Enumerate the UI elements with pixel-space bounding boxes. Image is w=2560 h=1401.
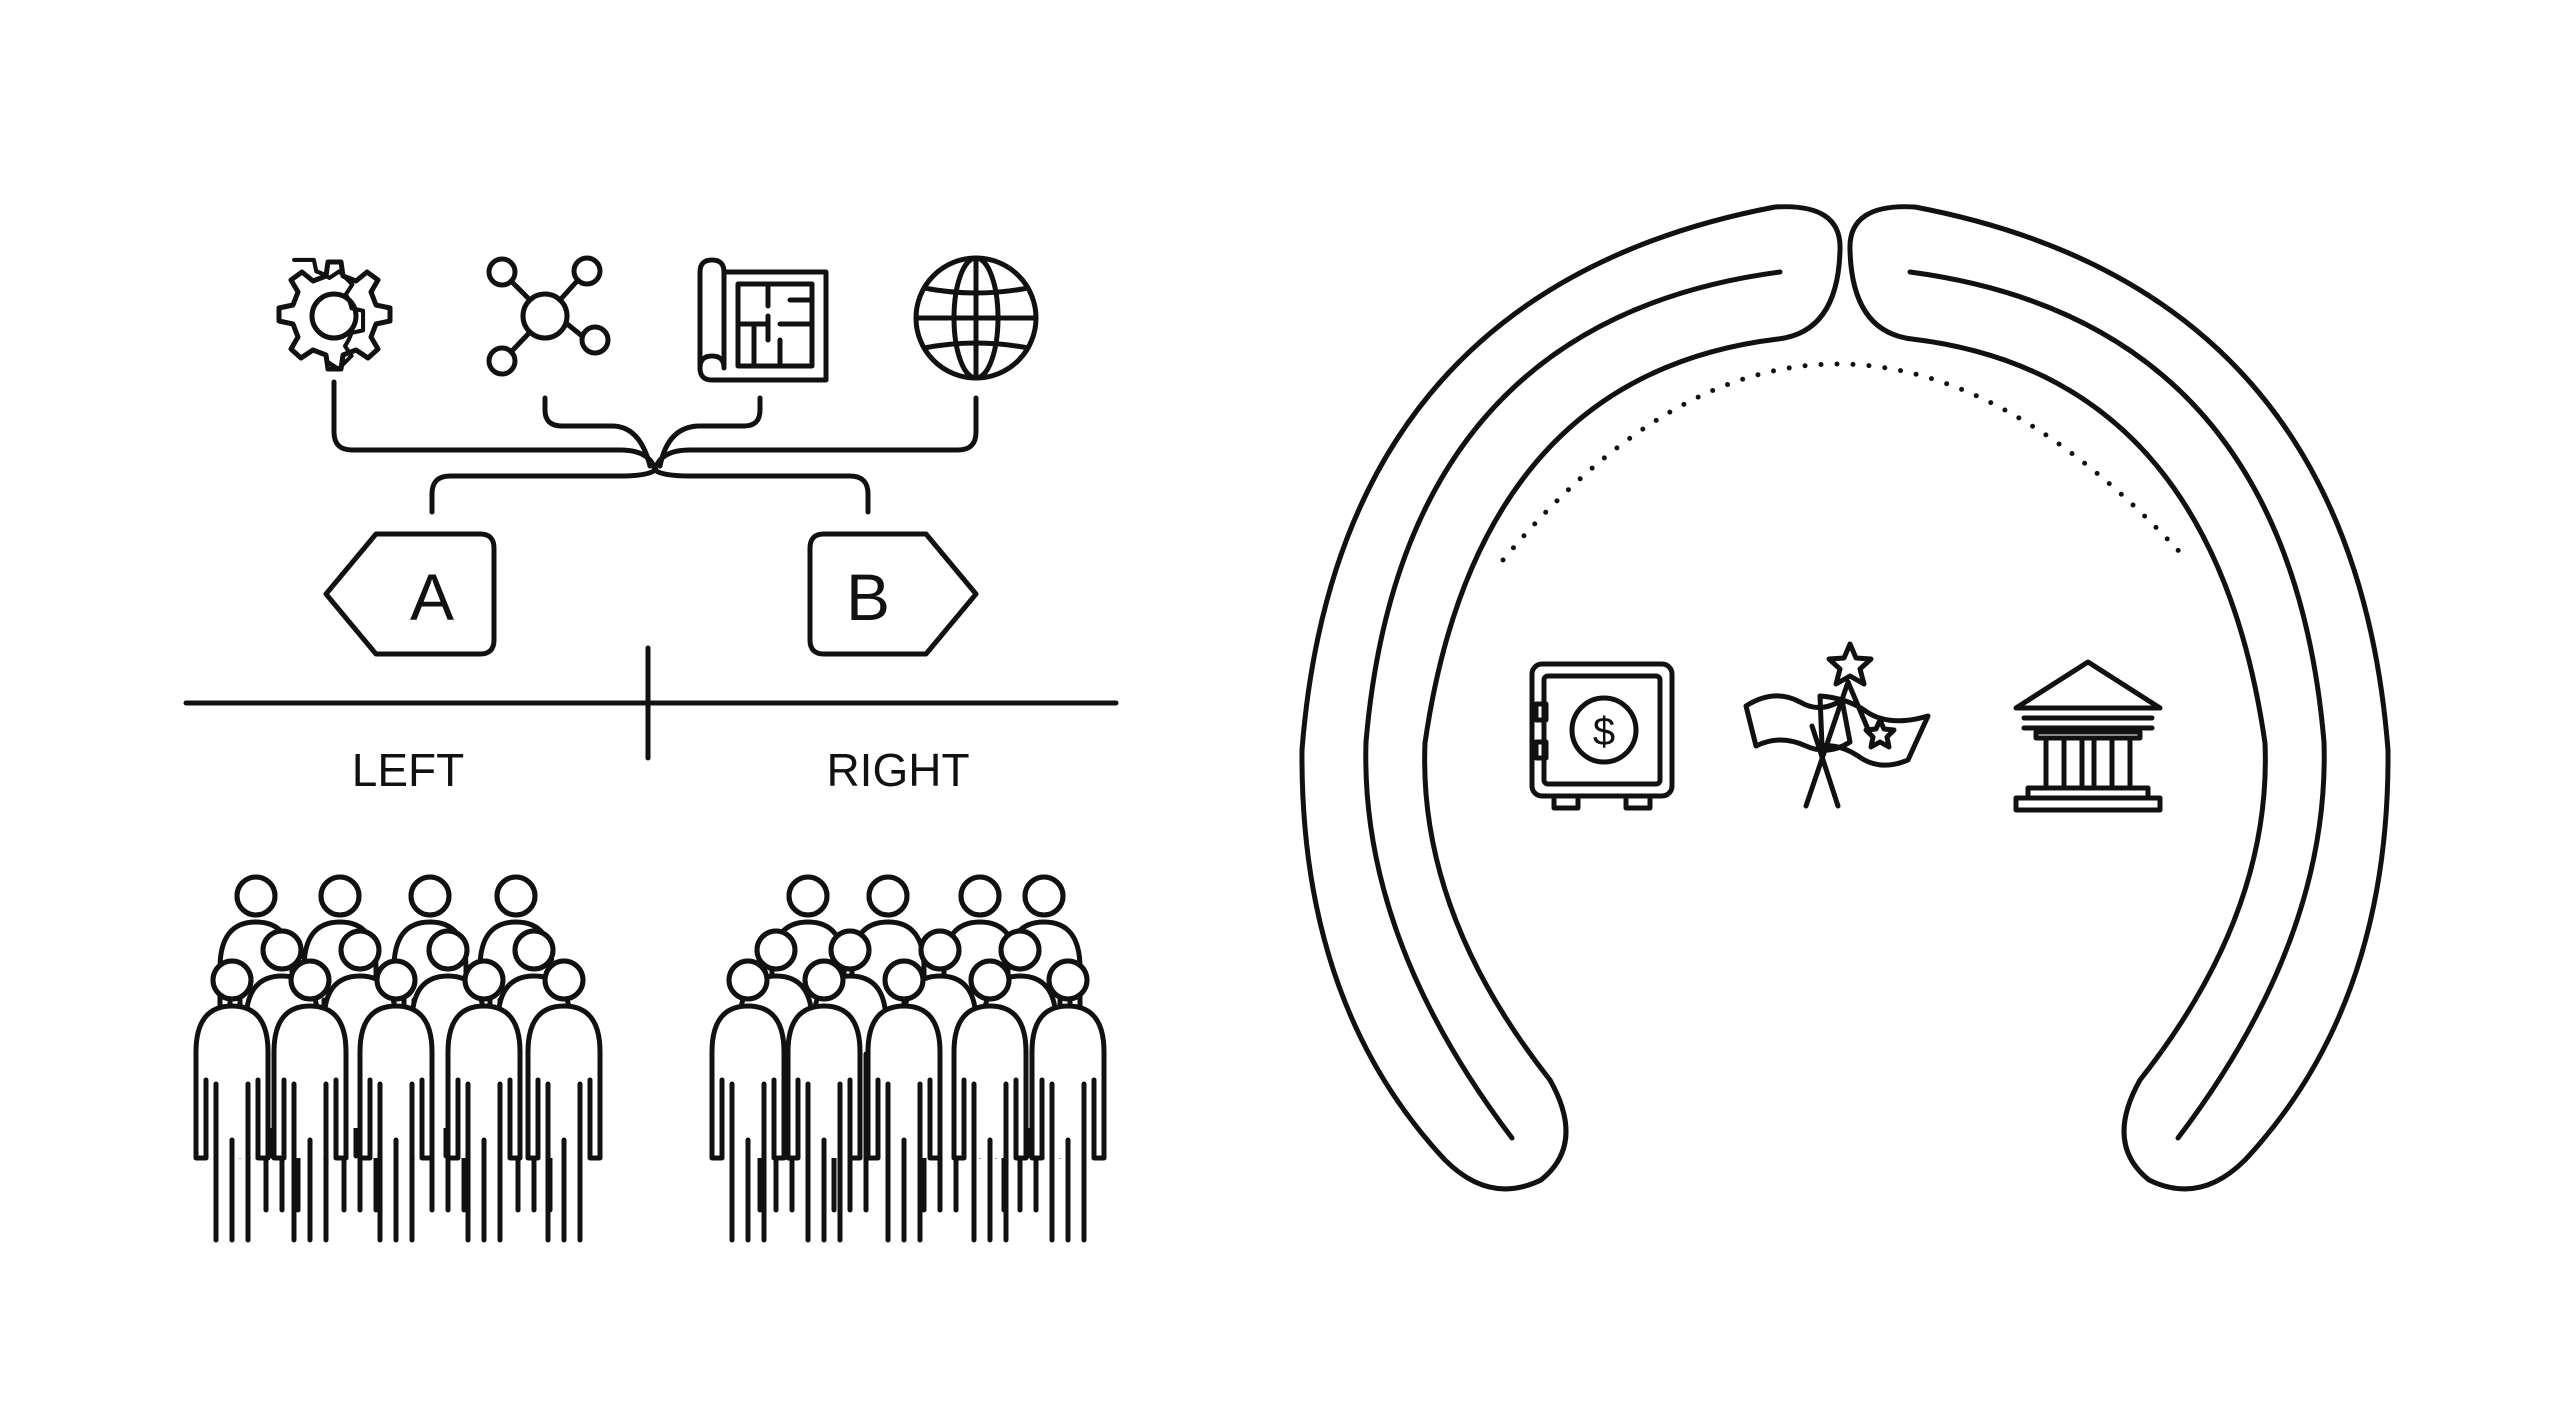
- left-label: LEFT: [352, 744, 464, 796]
- globe-icon: [913, 255, 1039, 381]
- svg-text:$: $: [1593, 710, 1615, 754]
- badge-b: B: [807, 531, 979, 657]
- left-crowd: [196, 877, 600, 1240]
- gear-icon: [276, 257, 393, 372]
- crossed-flags-icon: [1743, 641, 1931, 809]
- right-crowd: [712, 877, 1104, 1240]
- dotted-arc: [1500, 361, 2190, 563]
- left-arc: [1299, 204, 1843, 1192]
- safe-icon: $: [1529, 661, 1675, 811]
- right-arc: [1847, 204, 2391, 1192]
- connector-tree: [331, 379, 979, 515]
- network-icon: [486, 255, 611, 377]
- bank-icon: [2013, 659, 2163, 813]
- blueprint-icon: [697, 257, 829, 383]
- right-label: RIGHT: [826, 744, 969, 796]
- badge-a: A: [323, 531, 497, 657]
- left-right-axis: [183, 645, 1119, 761]
- badge-b-label: B: [846, 560, 890, 634]
- badge-a-label: A: [410, 560, 454, 634]
